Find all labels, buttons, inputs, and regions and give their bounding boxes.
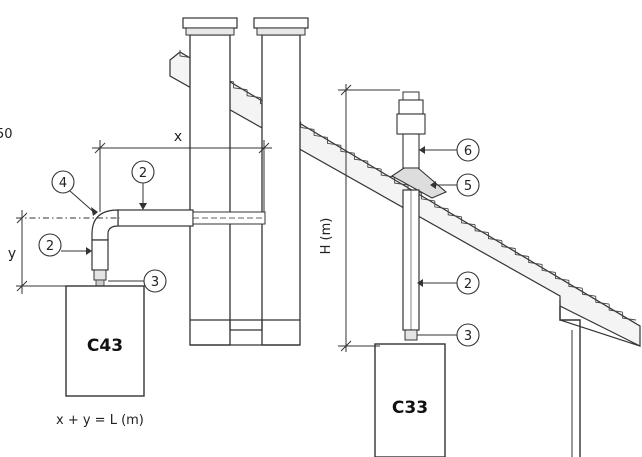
boiler-left-label: C43 [87, 336, 123, 356]
callout-4 [51, 170, 98, 216]
callout-5 [430, 173, 480, 197]
building-wall [559, 306, 581, 457]
boiler-c33 [374, 343, 446, 457]
callout-6 [419, 138, 480, 162]
callout-3-left-number: 3 [151, 275, 159, 290]
left-edge-number: 50 [0, 127, 13, 142]
callout-3-left [108, 269, 167, 293]
flue-right [390, 91, 448, 341]
callout-3-right-number: 3 [464, 329, 472, 344]
roof-flashing [390, 167, 448, 199]
dimension-x [92, 140, 272, 212]
dimension-y [16, 210, 120, 294]
callout-2-left-number: 2 [46, 239, 54, 254]
elbow-fitting [91, 209, 119, 241]
callout-2-right-number: 2 [464, 277, 472, 292]
callout-6-number: 6 [464, 144, 472, 159]
flue-left [91, 209, 266, 287]
callout-2-left [38, 233, 92, 257]
chimney-right [253, 17, 309, 346]
length-formula: x + y = L (m) [56, 413, 144, 428]
dimension-h-label: H (m) [319, 218, 334, 255]
boiler-right-label: C33 [392, 398, 428, 418]
dimension-y-label: y [8, 246, 16, 262]
dimension-h [338, 84, 400, 352]
chimney-left [182, 17, 238, 346]
callout-2-top [131, 160, 155, 210]
callout-5-number: 5 [464, 179, 472, 194]
chimney-base [190, 319, 300, 346]
boiler-c43 [65, 285, 145, 397]
dimension-x-label: x [174, 129, 182, 145]
callout-2-top-number: 2 [139, 166, 147, 181]
callout-3-right [417, 323, 480, 347]
callout-4-number: 4 [59, 176, 67, 191]
callout-2-right [417, 271, 480, 295]
